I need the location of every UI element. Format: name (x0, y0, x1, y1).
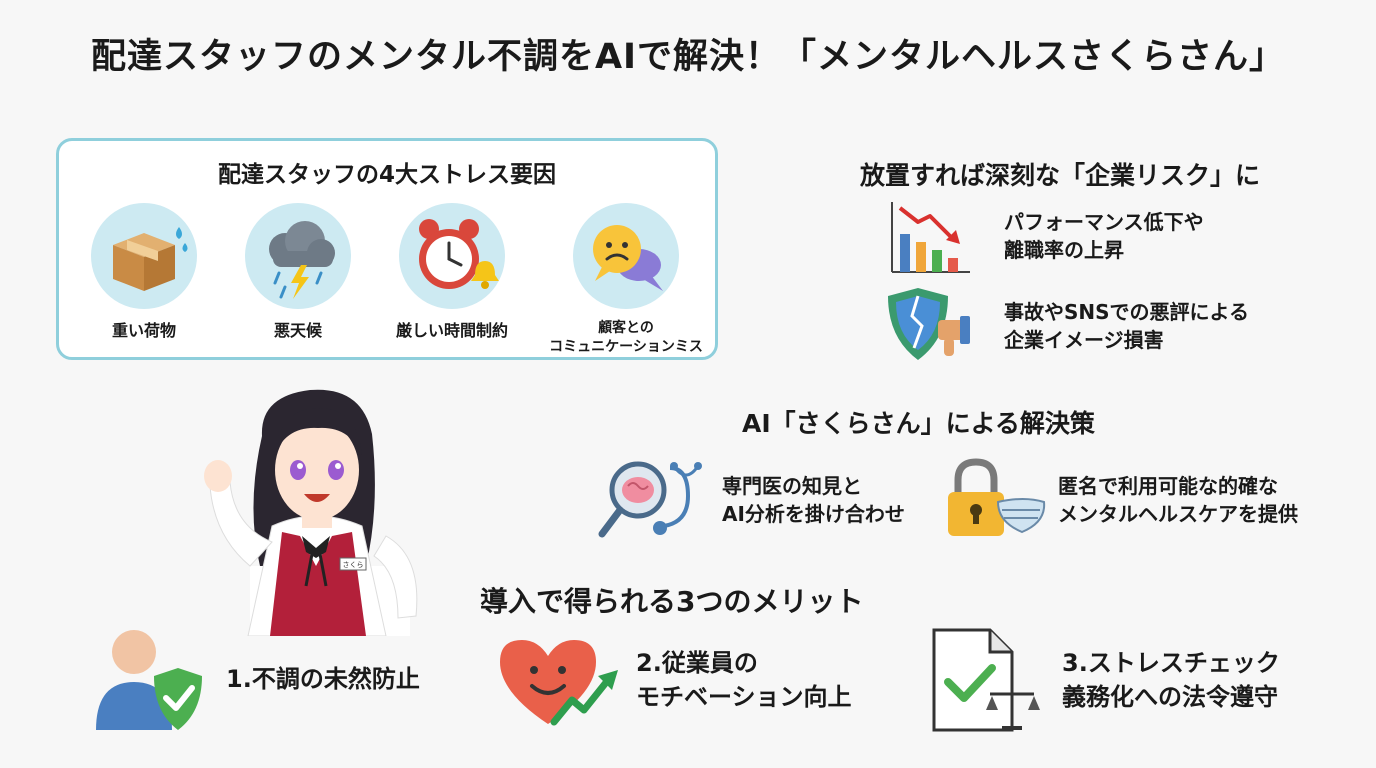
stress-item-label: 顧客との コミュニケーションミス (549, 320, 703, 355)
storm-cloud-icon (245, 203, 351, 309)
stress-item-heavy-load: 重い荷物 (69, 203, 219, 341)
speech-bubble-icon (573, 203, 679, 309)
merit-item-legal-compliance: 3.ストレスチェック 義務化への法令遵守 (1062, 649, 1280, 711)
person-shield-icon (92, 626, 208, 738)
stress-item-time-pressure: 厳しい時間制約 (377, 203, 527, 341)
stress-factors-heading: 配達スタッフの4大ストレス要因 (217, 162, 556, 188)
heart-growth-icon (494, 636, 624, 732)
risk-item-performance: パフォーマンス低下や 離職率の上昇 (1004, 210, 1204, 262)
stress-factors-panel: 配達スタッフの4大ストレス要因 重い荷物 (56, 138, 718, 360)
broken-shield-icon (882, 286, 978, 370)
page-title: 配達スタッフのメンタル不調をAIで解決！「メンタルヘルスさくらさん」 (90, 37, 1286, 77)
risk-heading: 放置すれば深刻な「企業リスク」に (860, 161, 1261, 190)
solution-item-anonymous-care: 匿名で利用可能な的確な メンタルヘルスケアを提供 (1058, 474, 1298, 526)
lock-mask-icon (940, 456, 1052, 548)
stress-item-label: 重い荷物 (111, 321, 176, 340)
package-icon (91, 203, 197, 309)
alarm-clock-icon (399, 203, 505, 309)
mascot-sakura-illustration: さくら (190, 386, 470, 640)
risk-item-reputation: 事故やSNSでの悪評による 企業イメージ損害 (1004, 300, 1249, 352)
stress-item-label: 悪天候 (273, 321, 322, 340)
brain-stethoscope-icon (594, 456, 706, 548)
merit-item-motivation: 2.従業員の モチベーション向上 (636, 649, 852, 711)
stress-item-miscommunication: 顧客との コミュニケーションミス (543, 203, 709, 357)
name-badge-text: さくら (343, 561, 364, 569)
merit-item-prevention: 1.不調の未然防止 (226, 665, 420, 693)
stress-item-bad-weather: 悪天候 (223, 203, 373, 341)
solution-heading: AI「さくらさん」による解決策 (742, 409, 1095, 438)
declining-chart-icon (886, 198, 974, 282)
solution-item-expertise: 専門医の知見と AI分析を掛け合わせ (722, 474, 905, 526)
stress-item-label: 厳しい時間制約 (395, 321, 508, 340)
merits-heading: 導入で得られる3つのメリット (480, 585, 864, 618)
document-check-scale-icon (928, 626, 1044, 740)
